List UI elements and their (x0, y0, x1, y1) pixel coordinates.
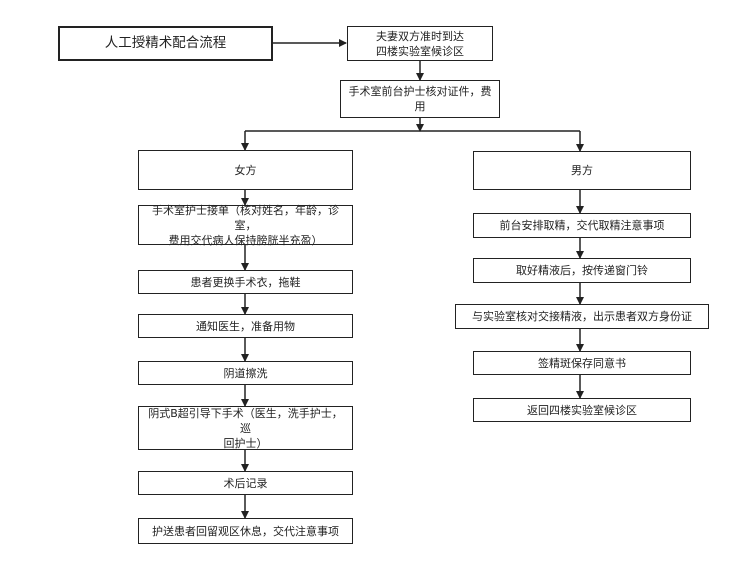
male-header: 男方 (473, 151, 691, 190)
flow-title-text: 人工授精术配合流程 (104, 35, 227, 51)
male-step-2-text: 取好精液后，按传递窗门铃 (516, 264, 648, 277)
female-header: 女方 (138, 150, 353, 190)
female-step-1-line2: 费用交代病人保持膀胱半充盈） (168, 233, 323, 247)
female-step-5: 阴式B超引导下手术（医生，洗手护士，巡 回护士） (138, 406, 353, 450)
female-step-1-line1: 手术室护士接单（核对姓名，年龄，诊室， (152, 203, 339, 232)
female-step-3-text: 通知医生，准备用物 (196, 319, 295, 333)
female-step-6-text: 术后记录 (223, 476, 268, 490)
male-step-5-text: 返回四楼实验室候诊区 (527, 403, 637, 417)
male-step-4: 签精斑保存同意书 (473, 351, 691, 375)
flow-title: 人工授精术配合流程 (58, 26, 273, 61)
male-step-4-text: 签精斑保存同意书 (538, 356, 626, 370)
female-step-5-line1: 阴式B超引导下手术（医生，洗手护士，巡 (148, 406, 343, 435)
female-step-2-text: 患者更换手术衣，拖鞋 (190, 275, 301, 289)
female-step-6: 术后记录 (138, 471, 353, 495)
male-header-text: 男方 (571, 164, 593, 177)
start-line1: 夫妻双方准时到达 (376, 29, 464, 43)
female-step-4: 阴道擦洗 (138, 361, 353, 385)
female-step-7-text: 护送患者回留观区休息，交代注意事项 (152, 524, 339, 538)
male-step-3-text: 与实验室核对交接精液，出示患者双方身份证 (472, 310, 692, 323)
male-step-5: 返回四楼实验室候诊区 (473, 398, 691, 422)
start-line2: 四楼实验室候诊区 (376, 44, 464, 58)
female-step-3: 通知医生，准备用物 (138, 314, 353, 338)
male-step-1: 前台安排取精，交代取精注意事项 (473, 213, 691, 238)
male-step-3: 与实验室核对交接精液，出示患者双方身份证 (455, 304, 709, 329)
reception-text: 手术室前台护士核对证件，费用 (348, 85, 492, 113)
reception-box: 手术室前台护士核对证件，费用 (340, 80, 500, 118)
female-step-5-line2: 回护士） (223, 436, 268, 450)
female-step-1: 手术室护士接单（核对姓名，年龄，诊室， 费用交代病人保持膀胱半充盈） (138, 203, 353, 247)
female-step-7: 护送患者回留观区休息，交代注意事项 (138, 518, 353, 544)
male-step-1-text: 前台安排取精，交代取精注意事项 (499, 219, 665, 232)
female-step-2: 患者更换手术衣，拖鞋 (138, 270, 353, 294)
start-box: 夫妻双方准时到达 四楼实验室候诊区 (347, 26, 493, 61)
male-step-2: 取好精液后，按传递窗门铃 (473, 258, 691, 283)
female-step-4-text: 阴道擦洗 (223, 366, 268, 380)
female-header-text: 女方 (234, 163, 257, 177)
